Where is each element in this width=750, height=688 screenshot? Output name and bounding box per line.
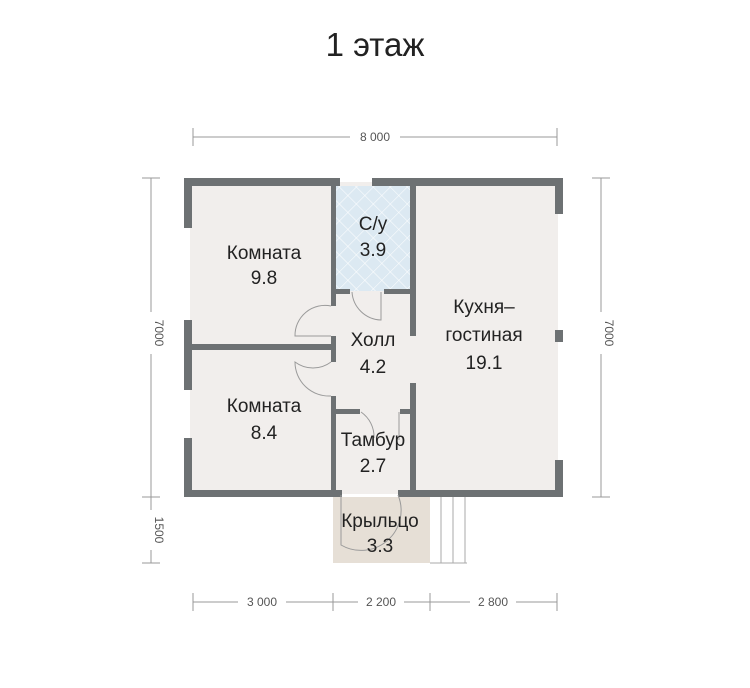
room-kitchen-living: Кухня– гостиная 19.1 bbox=[445, 297, 522, 374]
room-name: Комната bbox=[227, 396, 302, 417]
room-area: 4.2 bbox=[360, 357, 386, 378]
dim-bottom-3: 2 800 bbox=[478, 595, 508, 609]
dim-bottom-1: 3 000 bbox=[247, 595, 277, 609]
room-area: 8.4 bbox=[251, 423, 278, 444]
room-name: Комната bbox=[227, 243, 302, 264]
bathroom-floor bbox=[336, 186, 412, 291]
room-area: 3.3 bbox=[367, 536, 393, 557]
room-area: 19.1 bbox=[466, 353, 503, 374]
dimension-left: 7000 1500 bbox=[142, 177, 166, 564]
porch-floor bbox=[333, 497, 430, 563]
room-area: 9.8 bbox=[251, 268, 277, 289]
dim-bottom-2: 2 200 bbox=[366, 595, 396, 609]
room-porch: Крыльцо 3.3 bbox=[341, 511, 419, 557]
room-area: 2.7 bbox=[360, 456, 386, 477]
room-name: С/у bbox=[359, 214, 388, 235]
steps bbox=[430, 497, 467, 564]
room-name: Холл bbox=[351, 330, 396, 351]
room-hall: Холл 4.2 bbox=[351, 330, 396, 378]
dim-top-label: 8 000 bbox=[360, 130, 390, 144]
walls bbox=[184, 178, 563, 497]
dimension-top: 8 000 bbox=[192, 128, 558, 146]
doors bbox=[294, 291, 402, 551]
room-komnata-2: Комната 8.4 bbox=[227, 396, 302, 444]
page-title: 1 этаж bbox=[325, 26, 425, 63]
dimension-right: 7000 bbox=[592, 177, 616, 498]
dim-right-label: 7000 bbox=[602, 320, 616, 347]
room-name-2: гостиная bbox=[445, 325, 522, 346]
room-bathroom: С/у 3.9 bbox=[359, 214, 388, 261]
dim-porch-label: 1500 bbox=[152, 517, 166, 544]
room-komnata-1: Комната 9.8 bbox=[227, 243, 302, 289]
room-name: Крыльцо bbox=[341, 511, 419, 532]
room-name: Тамбур bbox=[341, 430, 406, 451]
room-name: Кухня– bbox=[453, 297, 515, 318]
dimension-bottom: 3 000 2 200 2 800 bbox=[192, 593, 558, 611]
room-area: 3.9 bbox=[360, 240, 386, 261]
room-tambur: Тамбур 2.7 bbox=[341, 430, 406, 477]
dim-left-label: 7000 bbox=[152, 320, 166, 347]
